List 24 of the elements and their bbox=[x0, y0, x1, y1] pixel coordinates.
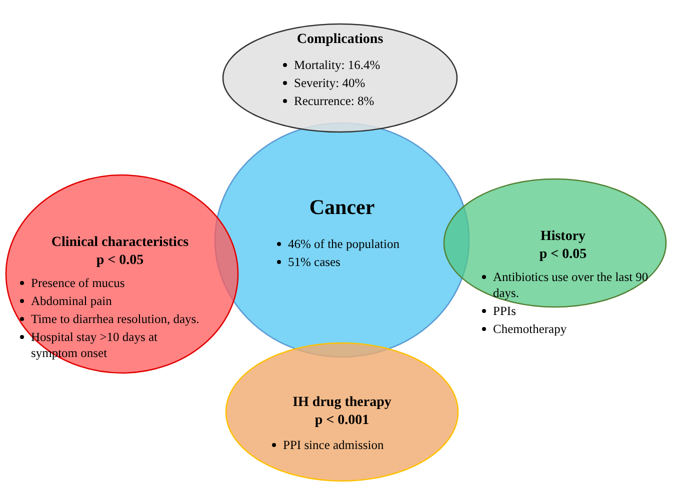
heading: Clinical characteristics bbox=[51, 234, 189, 252]
ellipse bbox=[222, 23, 458, 133]
p-value: p < 0.001 bbox=[314, 412, 370, 430]
heading: Cancer bbox=[309, 195, 375, 219]
ellipse bbox=[225, 342, 459, 482]
heading: History bbox=[540, 228, 586, 246]
list-item: PPI since admission bbox=[283, 437, 385, 453]
list-item: Severity: 40% bbox=[294, 75, 366, 91]
list-item: Presence of mucus bbox=[31, 275, 126, 291]
list-item: Recurrence: 8% bbox=[294, 93, 376, 109]
list-item: 46% of the population bbox=[288, 236, 400, 252]
list-item: Mortality: 16.4% bbox=[294, 57, 382, 73]
list-item: Hospital stay >10 days at symptom onset bbox=[31, 329, 158, 361]
list-item: Abdominal pain bbox=[31, 293, 113, 309]
list-item: Antibiotics use over the last 90 days. bbox=[493, 269, 650, 301]
p-value: p < 0.05 bbox=[96, 252, 144, 270]
p-value: p < 0.05 bbox=[539, 246, 587, 264]
ellipse bbox=[5, 174, 239, 374]
list-item: Chemotherapy bbox=[493, 321, 568, 337]
heading: IH drug therapy bbox=[292, 394, 392, 412]
list-item: PPIs bbox=[493, 303, 517, 319]
list-item: Time to diarrhea resolution, days. bbox=[31, 311, 200, 327]
list-item: 51% cases bbox=[288, 254, 342, 270]
heading: Complications bbox=[296, 31, 384, 49]
